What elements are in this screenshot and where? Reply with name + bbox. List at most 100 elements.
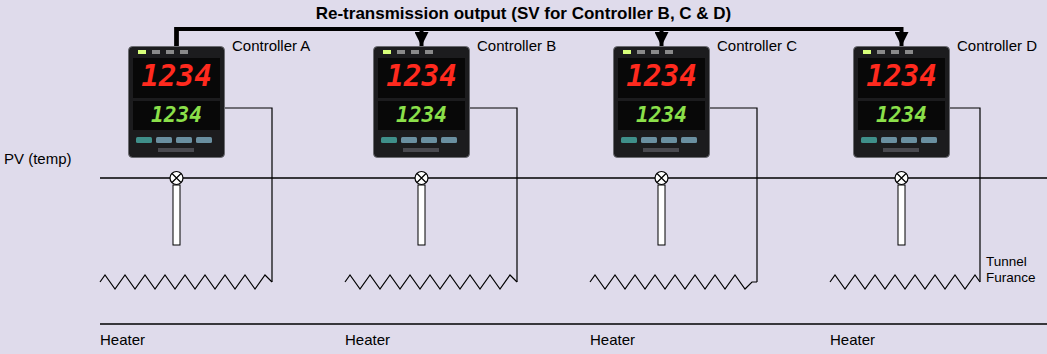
sv-display: 1234 xyxy=(373,104,470,125)
key-button xyxy=(661,137,677,143)
brand-plate xyxy=(643,148,679,152)
key-button xyxy=(881,137,897,143)
thermocouple-symbol xyxy=(170,172,183,246)
indicator-lamp xyxy=(411,50,419,54)
indicator-lamp xyxy=(425,50,433,54)
label-anchor: Heater xyxy=(590,331,635,348)
sensor-circle xyxy=(170,172,183,185)
sv-display: 1234 xyxy=(853,104,950,125)
controller-name: Controller C xyxy=(717,37,797,54)
probe xyxy=(173,185,180,245)
text-anchor: 1234 xyxy=(373,62,470,91)
brand-plate xyxy=(883,148,919,152)
indicator-lamp xyxy=(877,50,885,54)
text-anchor: 1234 xyxy=(373,104,470,125)
temperature-controller: Controller A12341234 xyxy=(128,46,225,158)
indicator-lamp xyxy=(166,50,174,54)
key-button xyxy=(421,137,437,143)
controller-name: Controller A xyxy=(232,37,310,54)
indicator-lamp xyxy=(863,50,871,54)
indicator-lamp xyxy=(623,50,631,54)
indicator-lamp xyxy=(891,50,899,54)
key-button xyxy=(136,137,152,143)
probe xyxy=(898,185,905,245)
text-anchor: 1234 xyxy=(853,104,950,125)
heater-symbol xyxy=(830,275,980,289)
key-button xyxy=(196,137,212,143)
heater-label: Heater xyxy=(345,331,390,348)
heater-label: Heater xyxy=(830,331,875,348)
pv-display: 1234 xyxy=(373,62,470,91)
key-button xyxy=(156,137,172,143)
temperature-controller: Controller C12341234 xyxy=(613,46,710,158)
heater-wire xyxy=(225,108,272,282)
heater-wire xyxy=(470,108,517,282)
key-button xyxy=(441,137,457,143)
label-anchor: Heater xyxy=(345,331,390,348)
signal-label: PV (temp) xyxy=(4,150,72,167)
heater-wire xyxy=(950,108,980,282)
key-button xyxy=(176,137,192,143)
probe xyxy=(658,185,665,245)
heater-wire xyxy=(710,108,757,282)
key-button xyxy=(901,137,917,143)
indicator-lamp xyxy=(665,50,673,54)
thermocouple-symbol xyxy=(655,172,668,246)
key-button xyxy=(861,137,877,143)
faceplate-body xyxy=(854,47,950,158)
key-button xyxy=(921,137,937,143)
text-anchor: 1234 xyxy=(613,104,710,125)
key-button xyxy=(621,137,637,143)
text-anchor: 1234 xyxy=(853,62,950,91)
sensor-cross xyxy=(172,174,181,183)
indicator-lamp xyxy=(651,50,659,54)
furnace-wall xyxy=(100,323,1047,325)
heater-label: Heater xyxy=(100,331,145,348)
indicator-lamp xyxy=(138,50,146,54)
text-anchor: 1234 xyxy=(613,62,710,91)
heater-label: Heater xyxy=(590,331,635,348)
heater-symbol xyxy=(345,275,517,289)
title-anchor: Re-transmission output (SV for Controlle… xyxy=(0,4,1047,24)
indicator-lamp xyxy=(383,50,391,54)
controller-name: Controller D xyxy=(957,37,1037,54)
brand-plate xyxy=(158,148,194,152)
temperature-controller: Controller D12341234 xyxy=(853,46,950,158)
sensor-circle xyxy=(655,172,668,185)
label-anchor: Heater xyxy=(100,331,145,348)
heater-symbol xyxy=(100,275,272,289)
controller-name: Controller B xyxy=(477,37,556,54)
thermocouple-symbol xyxy=(415,172,428,246)
indicator-lamp xyxy=(905,50,913,54)
thermocouple-symbol xyxy=(895,172,908,246)
indicator-lamp xyxy=(180,50,188,54)
indicator-lamp xyxy=(397,50,405,54)
temperature-controller: Controller B12341234 xyxy=(373,46,470,158)
key-button xyxy=(641,137,657,143)
key-button xyxy=(381,137,397,143)
key-button xyxy=(401,137,417,143)
label-anchor: Tunnel Furance xyxy=(986,254,1044,285)
pv-display: 1234 xyxy=(613,62,710,91)
indicator-lamp xyxy=(637,50,645,54)
indicator-lamp xyxy=(152,50,160,54)
text-anchor: Controller A xyxy=(232,37,310,54)
text-anchor: 1234 xyxy=(128,62,225,91)
sv-display: 1234 xyxy=(128,104,225,125)
faceplate-body xyxy=(614,47,710,158)
title: Re-transmission output (SV for Controlle… xyxy=(0,4,1047,24)
probe xyxy=(418,185,425,245)
heater-symbol xyxy=(590,275,757,289)
pv-display: 1234 xyxy=(853,62,950,91)
text-anchor: Controller B xyxy=(477,37,556,54)
faceplate-body xyxy=(129,47,225,158)
key-button xyxy=(681,137,697,143)
sensor-cross xyxy=(657,174,666,183)
sensor-circle xyxy=(415,172,428,185)
faceplate-body xyxy=(374,47,470,158)
sensor-circle xyxy=(895,172,908,185)
sensor-cross xyxy=(897,174,906,183)
brand-plate xyxy=(403,148,439,152)
sv-display: 1234 xyxy=(613,104,710,125)
